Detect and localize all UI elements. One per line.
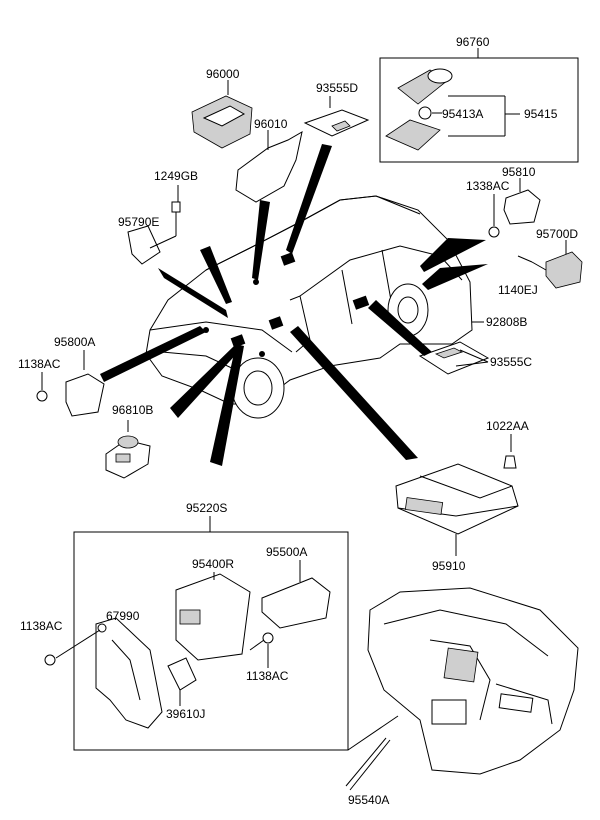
- switch-93555d-group: [303, 96, 370, 137]
- key-ring: [427, 68, 453, 84]
- leader-wedges: [100, 144, 488, 466]
- key-fob-group: [379, 48, 579, 163]
- box-95220s: [44, 516, 399, 751]
- speaker-96810b-group: [105, 420, 151, 479]
- module-95810: [503, 189, 541, 225]
- label-92808b: 92808B: [486, 315, 527, 329]
- connector-39610j: [167, 657, 197, 691]
- label-1138ac-inner: 1138AC: [246, 669, 289, 683]
- label-67990: 67990: [106, 609, 140, 623]
- module-95500a: [261, 577, 331, 629]
- label-95413a: 95413A: [442, 107, 483, 121]
- label-96810b: 96810B: [112, 403, 153, 417]
- label-95415: 95415: [524, 107, 558, 121]
- bolt-1138ac-box-icon: [44, 654, 56, 666]
- label-1022aa: 1022AA: [486, 419, 529, 433]
- label-95700d: 95700D: [536, 227, 578, 241]
- battery-icon: [418, 106, 432, 120]
- airbag-ecu-group: [395, 434, 519, 556]
- bolt-1138ac-inner-icon: [262, 632, 274, 644]
- label-93555c: 93555C: [490, 355, 532, 369]
- dashboard: [345, 587, 579, 791]
- console-cover: [235, 131, 303, 203]
- label-95800a: 95800A: [54, 335, 95, 349]
- unit-95700d-group: [517, 240, 583, 289]
- bolt-1022aa-icon: [503, 455, 517, 469]
- label-95500a: 95500A: [266, 545, 307, 559]
- key-fob-box: [379, 57, 579, 163]
- box-95220s-frame: [73, 531, 349, 751]
- bracket-67990: [95, 617, 163, 729]
- label-1138ac-box: 1138AC: [20, 619, 63, 633]
- label-95400r: 95400R: [192, 557, 234, 571]
- label-1140ej: 1140EJ: [498, 283, 538, 297]
- label-93555d: 93555D: [316, 81, 358, 95]
- overhead-console-group: [191, 80, 253, 149]
- label-96010: 96010: [254, 117, 288, 131]
- label-1338ac-top: 1338AC: [466, 179, 510, 193]
- switch-93555c: [418, 341, 490, 375]
- label-96760: 96760: [456, 35, 490, 49]
- module-95810-group: [488, 178, 541, 238]
- label-96000: 96000: [206, 67, 240, 81]
- key-fob-case: [385, 119, 441, 151]
- bolt-1138ac-left-icon: [36, 390, 48, 402]
- label-95910: 95910: [432, 559, 466, 573]
- switch-93555d: [303, 109, 370, 137]
- module-95400r: [175, 573, 251, 661]
- module-95800a: [65, 373, 105, 417]
- sensor-95790e: [127, 225, 161, 265]
- label-95790e: 95790E: [118, 215, 159, 229]
- vehicle: [145, 195, 473, 419]
- label-95540a: 95540A: [348, 793, 389, 807]
- sensor-95790e-group: [127, 185, 181, 265]
- label-95220s: 95220S: [186, 501, 227, 515]
- label-1249gb: 1249GB: [154, 169, 198, 183]
- console-cover-group: [235, 130, 303, 203]
- module-95800a-group: [36, 350, 105, 417]
- label-1138ac-left: 1138AC: [18, 357, 61, 371]
- label-39610j: 39610J: [166, 707, 205, 721]
- label-95810: 95810: [502, 165, 536, 179]
- bolt-1338ac-icon: [488, 226, 500, 238]
- unit-95700d: [545, 251, 583, 289]
